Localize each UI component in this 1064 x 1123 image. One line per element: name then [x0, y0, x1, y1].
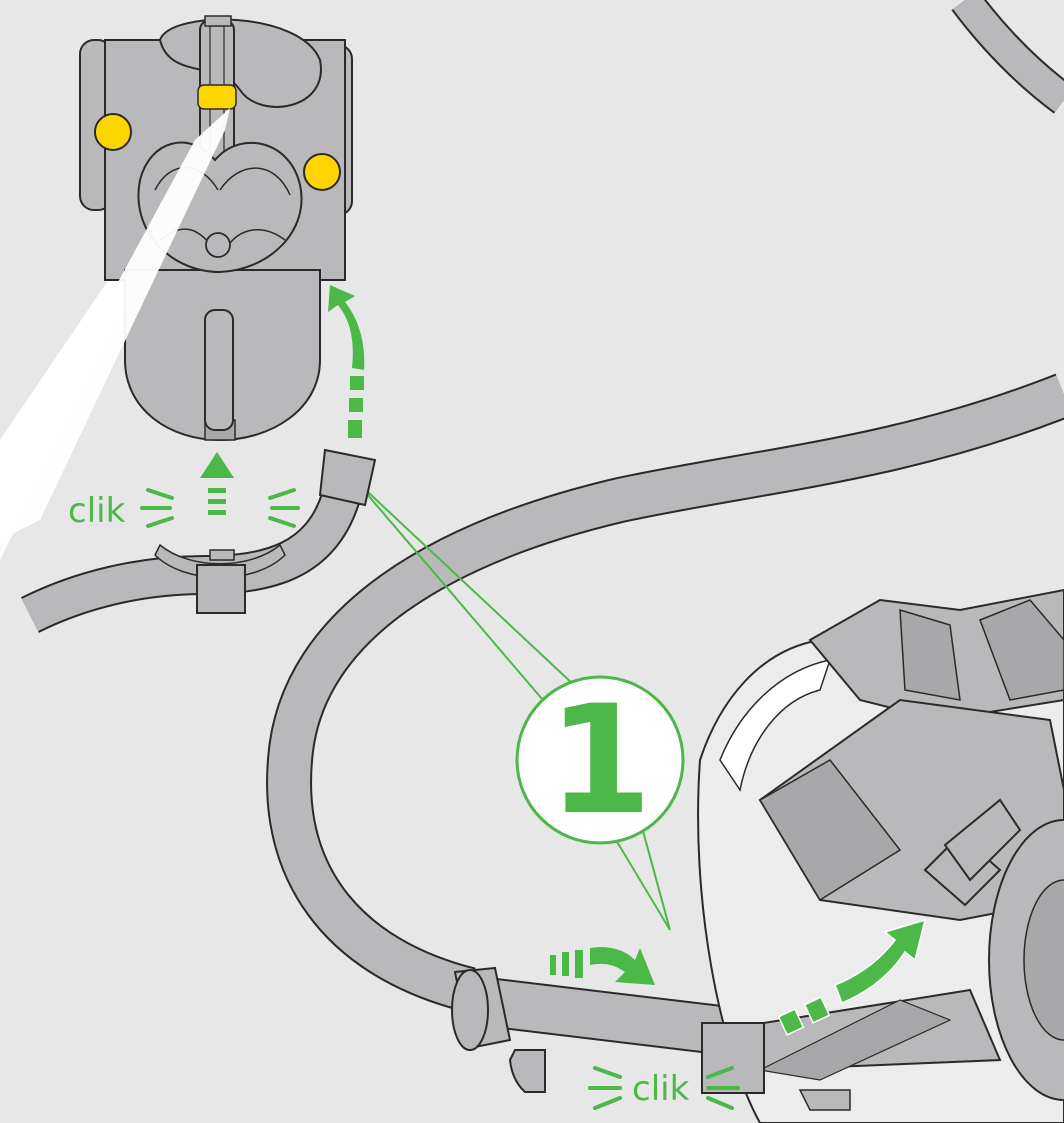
curved-arrow-icon: [328, 285, 365, 438]
up-arrow-icon: [200, 452, 234, 515]
highlight-beam-tip: [0, 108, 230, 540]
step-badge: 1: [515, 674, 685, 848]
release-button-indicator: [197, 84, 237, 110]
callout-lines: [354, 479, 671, 931]
click-label-bottom: clik: [632, 1069, 690, 1109]
hose-lower: [467, 975, 723, 1055]
step-number: 1: [548, 674, 652, 848]
right-catch-indicator: [303, 153, 341, 191]
vacuum-body: [697, 588, 1064, 1123]
hose-cuff: [451, 966, 546, 1093]
click-burst-bottom-icon: [588, 1066, 740, 1110]
hose-main: [266, 373, 1064, 1013]
insert-arrow-icon: [777, 918, 927, 1036]
click-label-top: clik: [68, 491, 126, 531]
hose-top-right: [953, 0, 1064, 113]
push-arrow-icon: [550, 947, 655, 985]
left-catch-indicator: [94, 113, 132, 151]
hose-small: [21, 448, 377, 633]
click-burst-icon: [140, 488, 300, 528]
